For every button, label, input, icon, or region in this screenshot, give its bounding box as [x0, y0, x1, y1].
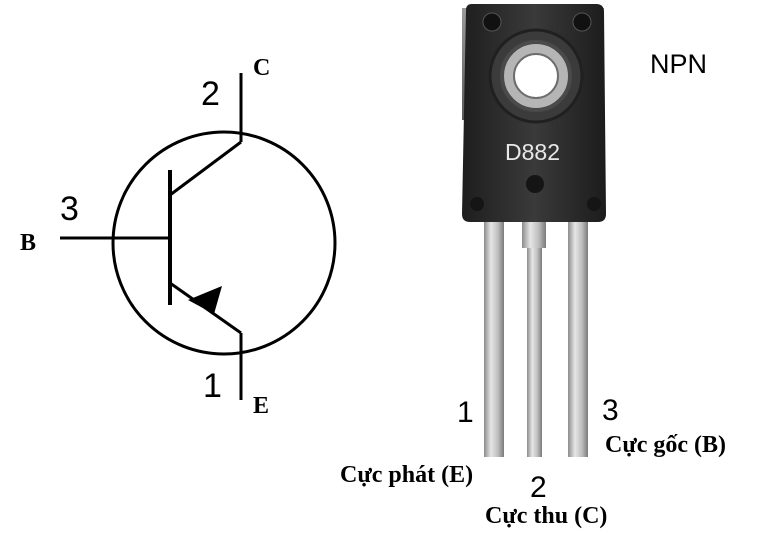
npn-label: NPN	[650, 49, 707, 79]
dimple-center	[526, 175, 544, 193]
collector-letter: C	[253, 55, 270, 81]
emitter-letter: E	[253, 393, 269, 419]
transistor-package: D882	[462, 4, 606, 457]
pin-1-name: Cực phát (E)	[340, 462, 473, 488]
npn-symbol	[60, 73, 337, 400]
lead-2-narrow	[527, 248, 542, 457]
dimple-left	[470, 197, 484, 211]
package-marking: D882	[505, 139, 560, 165]
pin-2-number: 2	[530, 471, 547, 504]
base-pin-number: 3	[60, 190, 79, 228]
dimple-right	[587, 197, 601, 211]
pin-3-name: Cực gốc (B)	[605, 432, 726, 458]
collector-diagonal	[169, 140, 242, 197]
pin-1-number: 1	[457, 396, 474, 429]
collector-pin-number: 2	[201, 75, 220, 113]
pin-3-number: 3	[602, 394, 619, 427]
top-hole-left	[482, 12, 502, 32]
leads	[484, 212, 588, 457]
pin-2-name: Cực thu (C)	[485, 503, 607, 529]
symbol-circle	[111, 130, 337, 356]
base-letter: B	[20, 230, 36, 256]
lead-1	[484, 212, 504, 457]
emitter-arrow	[188, 286, 222, 314]
mount-hole	[513, 53, 559, 99]
emitter-pin-number: 1	[203, 367, 222, 405]
lead-3	[568, 212, 588, 457]
top-hole-right	[572, 12, 592, 32]
